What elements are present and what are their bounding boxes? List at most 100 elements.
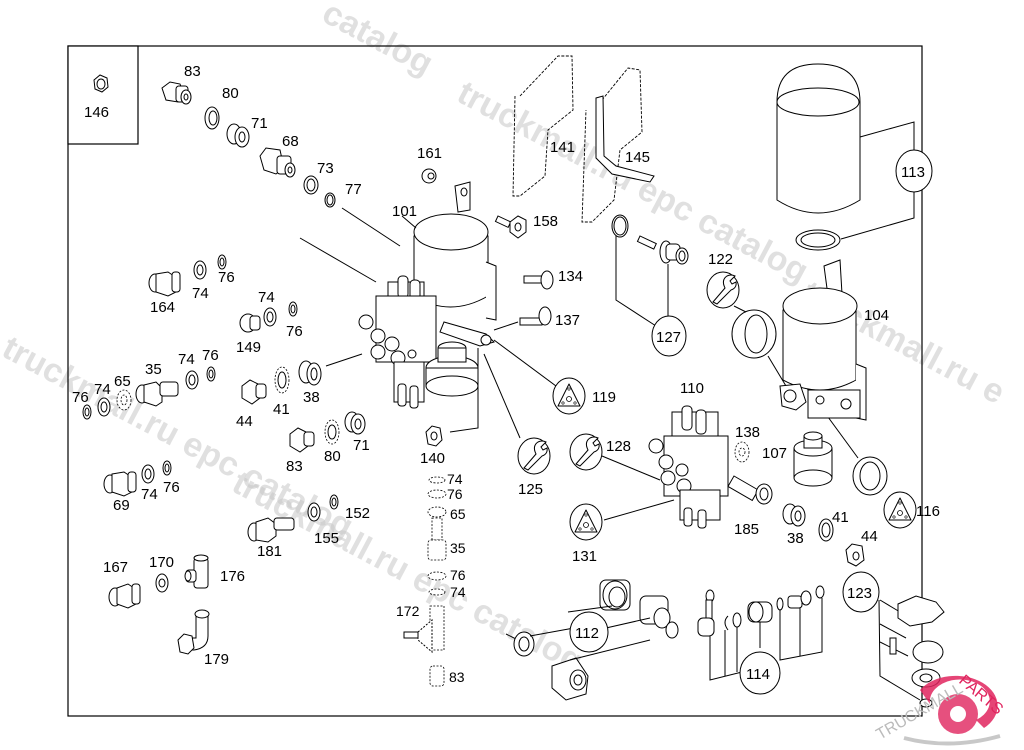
callout-127[interactable]: 127 xyxy=(651,315,687,357)
part-69-fitting-icon xyxy=(103,471,137,497)
label-76-g: 76 xyxy=(450,567,466,583)
label-158: 158 xyxy=(533,213,558,230)
callout-128[interactable] xyxy=(569,433,603,471)
label-161: 161 xyxy=(417,145,442,162)
triangle-plate-icon xyxy=(557,383,581,407)
part-107-silencer-icon xyxy=(793,431,833,487)
callout-112[interactable]: 112 xyxy=(569,611,609,653)
part-73-washer-icon xyxy=(303,175,319,195)
callout-119[interactable] xyxy=(552,377,586,415)
label-140: 140 xyxy=(420,450,445,467)
label-41-a: 41 xyxy=(273,401,290,418)
part-83-plug-icon xyxy=(161,81,192,105)
leader-112-b xyxy=(529,627,575,637)
part-76-washer-icon xyxy=(217,254,227,270)
callout-122[interactable] xyxy=(706,271,740,309)
label-71-top: 71 xyxy=(251,115,268,132)
part-83-plug-icon xyxy=(289,427,315,453)
part-145-bracket-icon xyxy=(581,67,655,223)
label-76-c: 76 xyxy=(202,347,219,364)
part-127-fitting-icon xyxy=(636,235,689,265)
part-116-seal-icon xyxy=(852,456,888,496)
label-104: 104 xyxy=(864,307,889,324)
gear-logo-icon xyxy=(903,675,1001,746)
leader-113-a xyxy=(859,121,915,150)
label-83-c: 83 xyxy=(449,669,465,685)
label-76-e: 76 xyxy=(163,479,180,496)
label-65-b: 65 xyxy=(450,506,466,522)
leader-122 xyxy=(733,305,747,313)
part-38-nut-icon xyxy=(298,360,322,386)
part-valve-block-icon xyxy=(358,275,495,409)
label-145: 145 xyxy=(625,149,650,166)
label-74-b: 74 xyxy=(258,289,275,306)
part-74-washer-icon xyxy=(193,260,207,280)
label-74-d: 74 xyxy=(94,381,111,398)
part-112-kit-icon xyxy=(505,579,679,701)
part-44-plug-icon xyxy=(241,379,267,405)
part-138-seal-icon xyxy=(734,441,750,463)
part-71-nut-icon xyxy=(344,411,366,435)
part-38-nut-icon xyxy=(782,503,806,527)
diagram-frame xyxy=(67,45,923,717)
callout-125[interactable] xyxy=(517,437,551,475)
label-77: 77 xyxy=(345,181,362,198)
label-74-f: 74 xyxy=(447,471,463,487)
triangle-plate-icon xyxy=(574,509,598,533)
callout-116[interactable] xyxy=(883,491,917,529)
part-137-bolt-icon xyxy=(519,306,552,326)
part-141-bracket-icon xyxy=(512,55,574,197)
part-74-washer-icon xyxy=(141,464,155,484)
leader-114-e xyxy=(779,598,823,661)
label-138: 138 xyxy=(735,424,760,441)
leader-131 xyxy=(603,499,675,521)
label-128: 128 xyxy=(606,438,631,455)
part-110-valve-icon xyxy=(648,405,729,529)
part-104-seal-icon xyxy=(731,309,777,359)
label-164: 164 xyxy=(150,299,175,316)
callout-123[interactable]: 123 xyxy=(842,571,880,613)
label-83-b: 83 xyxy=(286,458,303,475)
label-35-a: 35 xyxy=(145,361,162,378)
label-74-a: 74 xyxy=(192,285,209,302)
leader-38 xyxy=(325,353,363,367)
label-179: 179 xyxy=(204,651,229,668)
part-76-washer-icon xyxy=(206,366,216,382)
leader-140 xyxy=(449,348,479,433)
part-176-tee-fitting-icon xyxy=(184,554,209,589)
part-179-elbow-icon xyxy=(177,609,210,655)
label-122: 122 xyxy=(708,251,733,268)
leader-164 xyxy=(299,237,377,283)
callout-113-text: 113 xyxy=(901,164,925,181)
label-141: 141 xyxy=(550,139,575,156)
label-65-a: 65 xyxy=(114,373,131,390)
part-71-nut-icon xyxy=(226,123,250,148)
wrench-icon xyxy=(712,274,737,305)
callout-131[interactable] xyxy=(569,503,603,541)
part-101-air-dryer-icon xyxy=(413,181,497,321)
truckmallparts-logo: TRUCKMALL PARTS xyxy=(874,672,1006,746)
label-38-a: 38 xyxy=(303,389,320,406)
part-167-fitting-icon xyxy=(108,583,141,609)
label-71-b: 71 xyxy=(353,437,370,454)
callout-113[interactable]: 113 xyxy=(895,149,933,193)
part-35-fitting-icon xyxy=(135,381,179,407)
label-69: 69 xyxy=(113,497,130,514)
label-167: 167 xyxy=(103,559,128,576)
label-176: 176 xyxy=(220,568,245,585)
inset-146: 146 xyxy=(67,45,139,145)
callout-114[interactable]: 114 xyxy=(739,651,781,695)
triangle-plate-icon xyxy=(888,497,912,521)
label-149: 149 xyxy=(236,339,261,356)
part-74-washer-icon xyxy=(97,397,111,417)
part-41-ring-icon xyxy=(818,518,834,542)
label-68: 68 xyxy=(282,133,299,150)
label-170: 170 xyxy=(149,554,174,571)
label-125: 125 xyxy=(518,481,543,498)
label-107: 107 xyxy=(762,445,787,462)
label-131: 131 xyxy=(572,548,597,565)
part-161-bushing-icon xyxy=(421,168,437,184)
part-170-nut-icon xyxy=(155,573,169,593)
label-76-a: 76 xyxy=(218,269,235,286)
label-119: 119 xyxy=(592,389,616,406)
